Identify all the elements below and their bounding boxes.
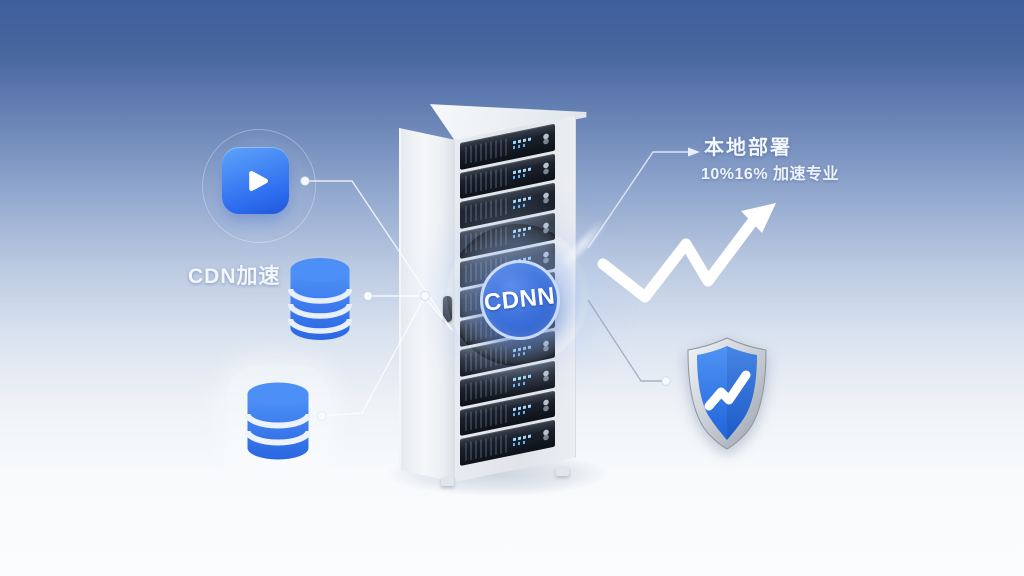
- junction-dot: [661, 376, 671, 386]
- cdn-badge: CDNN: [480, 260, 560, 340]
- arrowhead-icon: [688, 147, 700, 157]
- growth-check-icon: [704, 370, 751, 411]
- trend-line: [597, 215, 759, 303]
- local-deploy-title: 本地部署: [704, 137, 792, 159]
- connector-line-shield: [587, 299, 662, 382]
- play-triangle-icon: [248, 170, 268, 191]
- cdn-badge-label: CDNN: [483, 282, 557, 317]
- trend-up-arrow-icon: [597, 203, 776, 303]
- shield-check-icon: [687, 337, 767, 450]
- database-icon: [245, 382, 311, 460]
- junction-dot: [363, 291, 373, 301]
- connector-line-deploy: [587, 151, 688, 249]
- database-icon: [288, 258, 352, 340]
- cdn-acceleration-label: CDN加速: [188, 265, 281, 288]
- play-icon: [222, 147, 289, 214]
- rack-foot: [556, 467, 569, 476]
- rack-foot: [441, 477, 454, 486]
- local-deploy-subtitle: 10%16% 加速专业: [701, 166, 839, 183]
- trend-arrowhead-icon: [741, 203, 776, 233]
